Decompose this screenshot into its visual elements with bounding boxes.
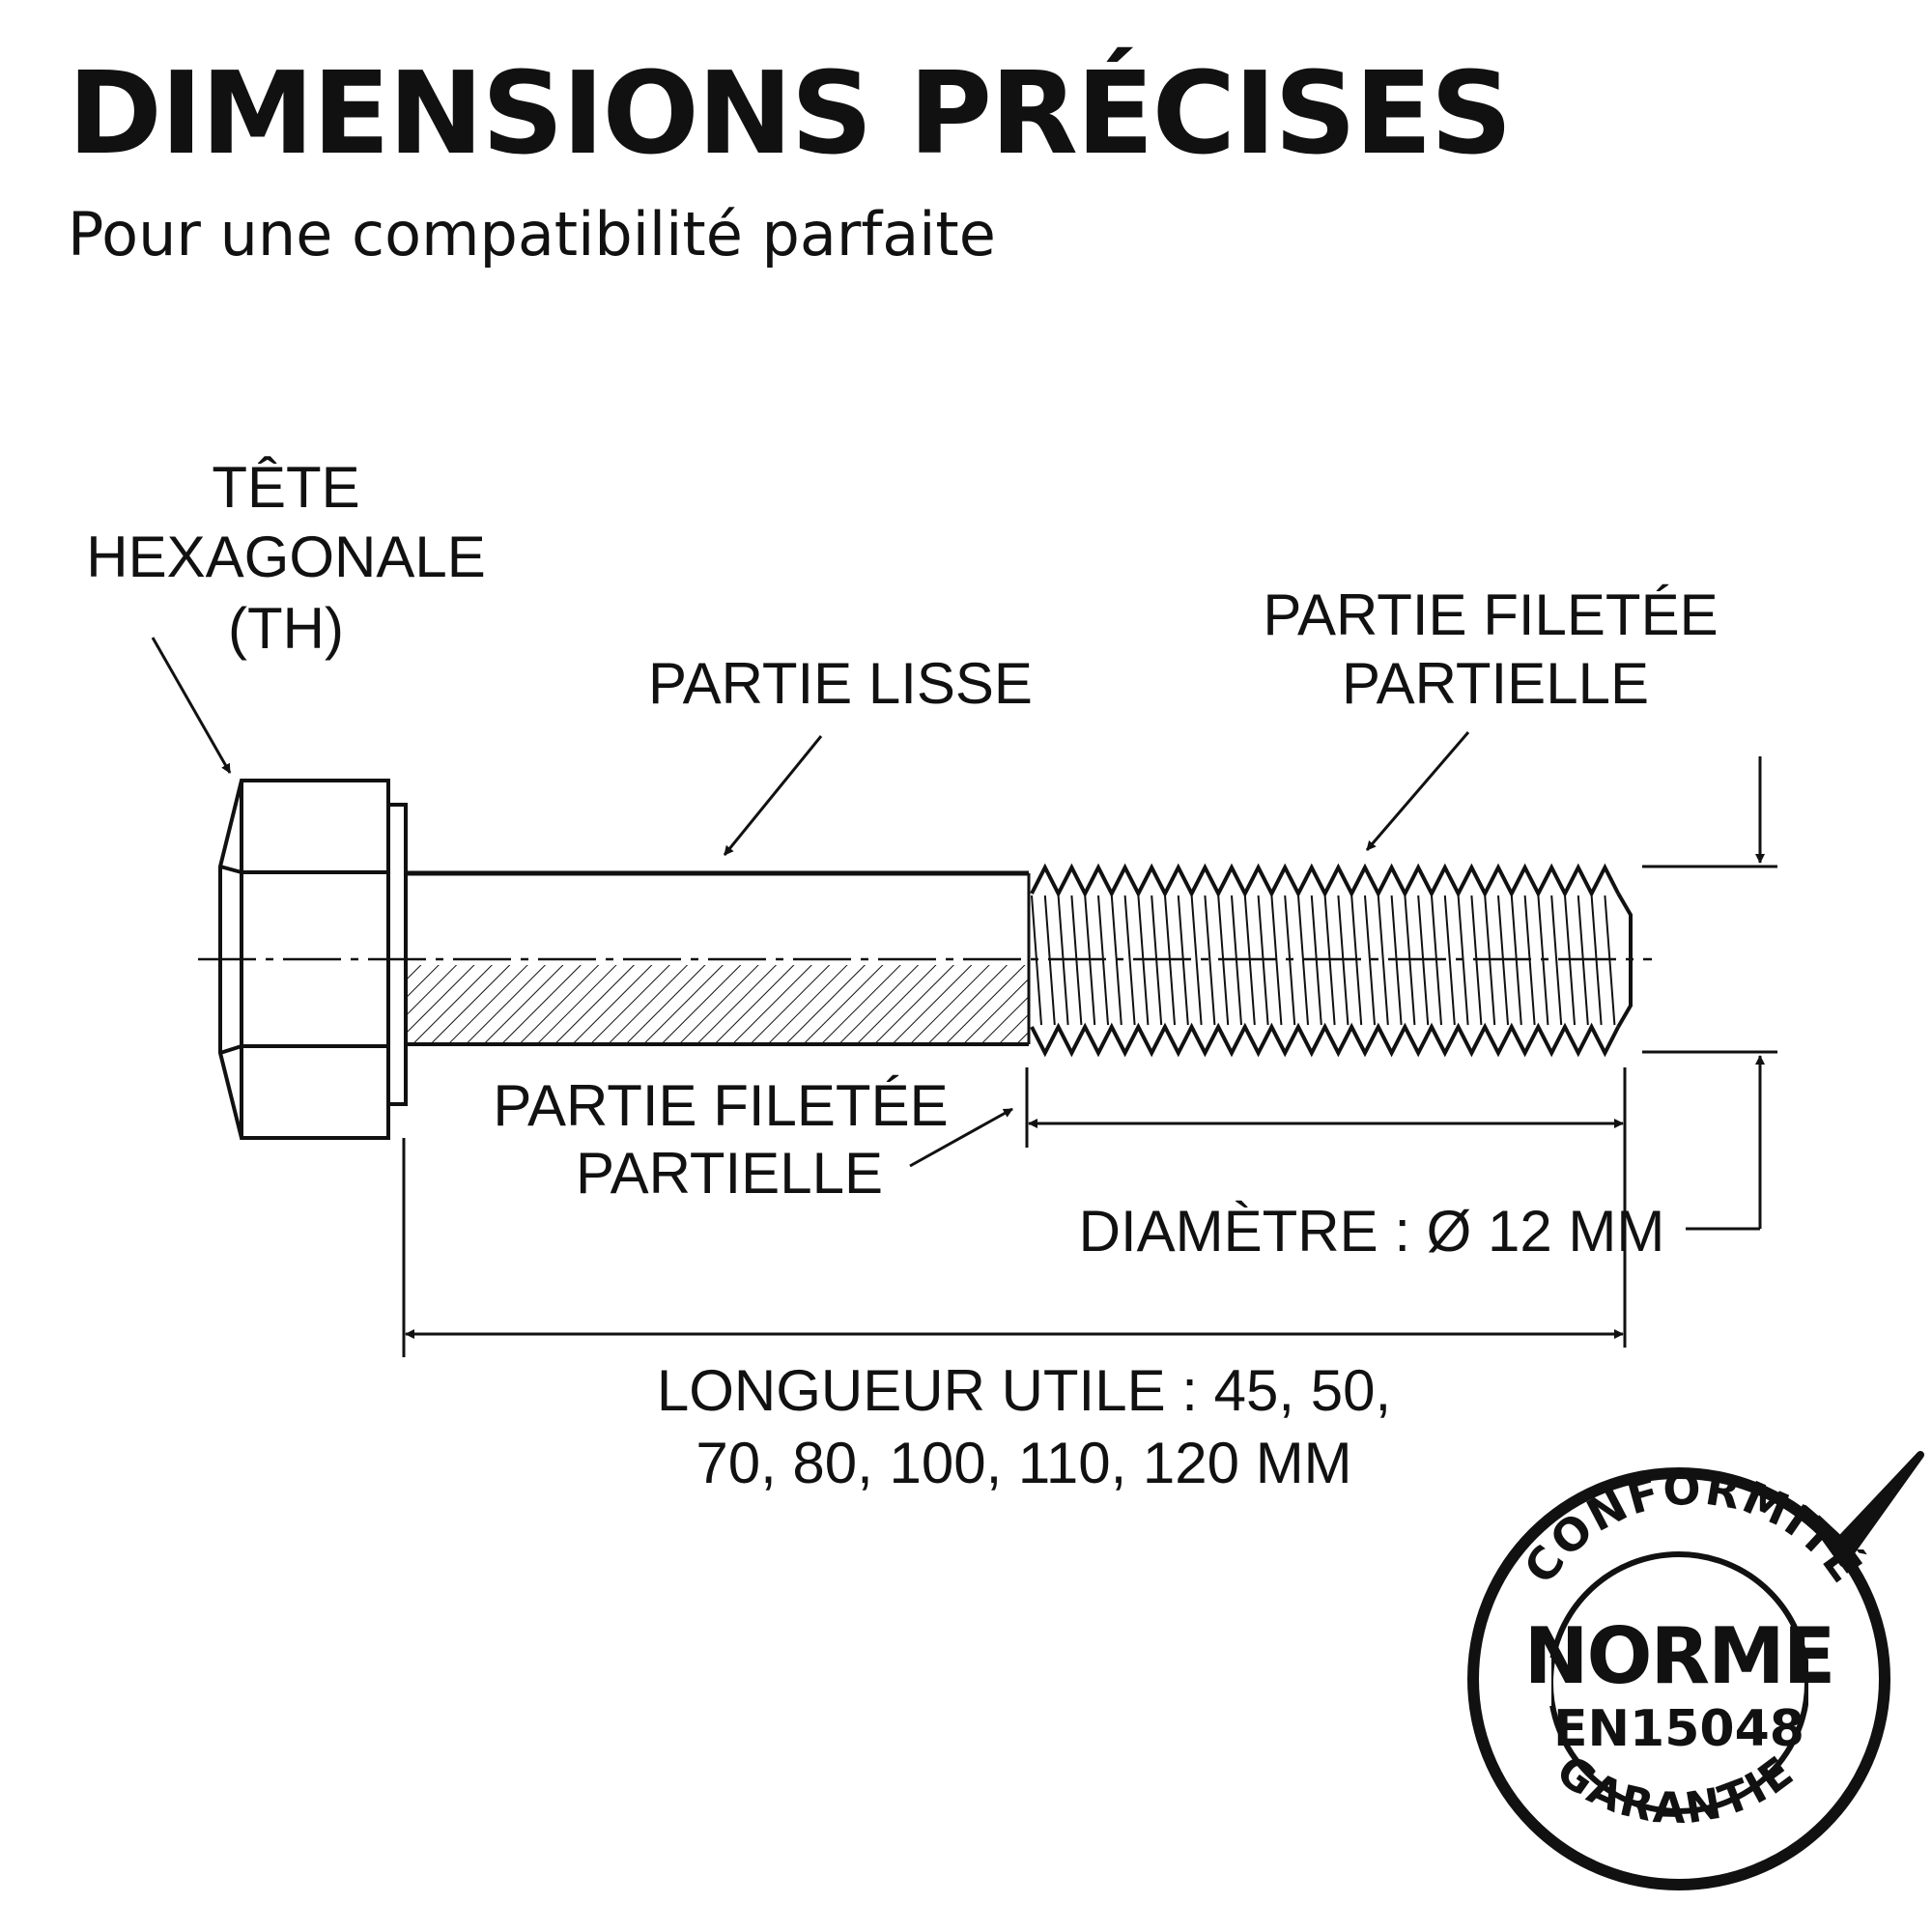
- head-label-line2: HEXAGONALE: [86, 525, 485, 589]
- extension-lines: [402, 865, 1777, 1357]
- thread-line: [1364, 895, 1376, 1026]
- thread-low-label-line1: PARTIE FILETÉE: [493, 1073, 948, 1138]
- head-leader-arrow: [151, 637, 232, 774]
- length-label-line1: LONGUEUR UTILE : 45, 50,: [657, 1358, 1391, 1423]
- thread-line: [1123, 895, 1136, 1026]
- head-label-line3: (TH): [228, 596, 344, 661]
- thread-profile-bottom: [1030, 1022, 1620, 1058]
- badge-code-text: EN15048: [1553, 1700, 1804, 1758]
- thread-top-leader-arrow: [1365, 731, 1470, 851]
- length-label-line2: 70, 80, 100, 110, 120 MM: [696, 1431, 1351, 1495]
- thread-low-label-line2: PARTIELLE: [576, 1141, 883, 1206]
- page-subtitle: Pour une compatibilité parfaite: [68, 199, 996, 270]
- badge-bottom-text: GARANTIE: [1548, 1746, 1804, 1833]
- checkmark-icon: [1801, 1451, 1924, 1567]
- thread-line: [1443, 895, 1456, 1026]
- thread-line: [1204, 895, 1216, 1026]
- thread-profile-top: [1030, 863, 1620, 898]
- thread-low-leader-arrow: [909, 1107, 1013, 1168]
- smooth-shank: [406, 870, 1031, 1046]
- smooth-part-label: PARTIE LISSE: [648, 651, 1033, 716]
- head-label-line1: TÊTE: [212, 455, 359, 520]
- diameter-dimension: [1686, 756, 1765, 1231]
- page-title: DIMENSIONS PRÉCISES: [68, 46, 1513, 180]
- thread-line: [1190, 895, 1203, 1026]
- hex-head: [218, 779, 408, 1140]
- thread-line: [1270, 895, 1283, 1026]
- diameter-label: DIAMÈTRE : Ø 12 MM: [1079, 1199, 1665, 1264]
- thread-top-label-line1: PARTIE FILETÉE: [1263, 582, 1718, 647]
- smooth-leader-arrow: [723, 735, 823, 856]
- compliance-badge: CONFORMITÉ GARANTIE NORME EN15048: [1467, 1451, 1924, 1890]
- thread-line: [1377, 895, 1389, 1026]
- thread-line: [1550, 895, 1563, 1026]
- badge-main-text: NORME: [1524, 1611, 1834, 1701]
- thread-top-label-line2: PARTIELLE: [1342, 651, 1649, 716]
